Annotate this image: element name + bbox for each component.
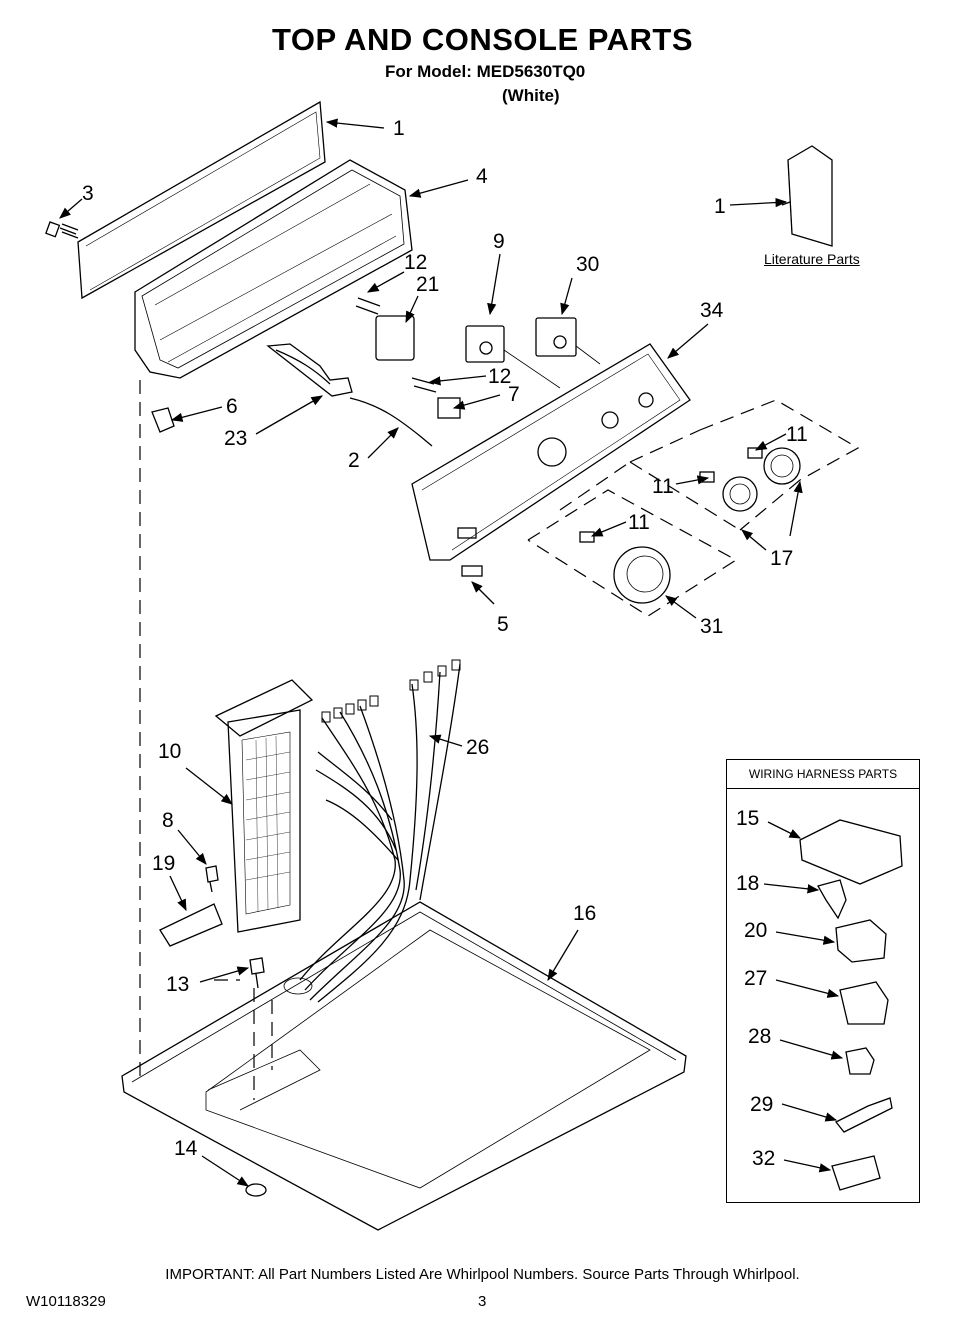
callout-12-top: 12 [404,251,428,274]
callout-9: 9 [493,230,505,253]
console-panel-part [411,343,691,561]
callout-5: 5 [497,613,509,636]
group-17-outline [559,399,860,531]
foot-part-14 [245,1183,267,1197]
callout-11-b: 11 [652,475,674,498]
harness-part-28 [845,1047,875,1075]
harness-part-29 [834,1097,893,1133]
callout-6: 6 [226,395,238,418]
callout-11-a: 11 [786,423,808,446]
callout-16: 16 [573,902,597,925]
callout-leaders [59,118,844,1187]
callout-19: 19 [152,852,176,875]
clip-part-6 [151,407,175,433]
wiring-harness-title: WIRING HARNESS PARTS [726,759,920,789]
knob-part-17b [722,476,758,512]
callout-11-c: 11 [628,511,650,534]
callout-2: 2 [348,449,360,472]
screw-part-8 [205,865,219,893]
callout-17: 17 [770,547,794,570]
harness-callout-28: 28 [748,1025,772,1048]
dryer-top-part [121,901,687,1231]
harness-part-32 [831,1155,881,1191]
harness-callout-29: 29 [750,1093,774,1116]
badge-part-5 [461,565,483,577]
rear-panel-part [77,100,326,300]
harness-part-26 [299,663,461,1003]
knob-part-17a [763,447,801,485]
lint-filter-part [227,709,301,933]
page-number: 3 [478,1293,487,1310]
callout-4: 4 [476,165,488,188]
callout-26: 26 [466,736,490,759]
document-number: W10118329 [26,1293,106,1310]
harness-part-20 [835,919,887,963]
harness-part-15 [799,819,903,885]
knob-part-31 [613,546,671,604]
harness-callout-18: 18 [736,872,760,895]
screw-part-13 [249,957,265,989]
callout-30: 30 [576,253,600,276]
switch-part-30 [535,317,577,357]
console-frame-part [134,159,413,379]
model-color: (White) [502,86,560,105]
switch-part-7 [437,397,461,419]
callout-34: 34 [700,299,724,322]
callout-3: 3 [82,182,94,205]
harness-callout-32: 32 [752,1147,776,1170]
harness-part-18 [817,879,847,920]
callout-literature-1: 1 [714,195,726,218]
harness-callout-27: 27 [744,967,768,990]
callout-1: 1 [393,117,405,140]
harness-part-23 [266,343,353,397]
model-number: For Model: MED5630TQ0 [385,62,586,81]
callout-21: 21 [416,273,440,296]
callout-8: 8 [162,809,174,832]
callout-23: 23 [224,427,248,450]
literature-parts-label: Literature Parts [764,251,860,267]
page-title: TOP AND CONSOLE PARTS [271,22,693,57]
callout-13: 13 [166,973,190,996]
switch-part-9 [465,325,505,363]
callout-7: 7 [508,383,520,406]
literature-book [787,145,833,247]
wire-part-2 [349,397,433,447]
callout-10: 10 [158,740,182,763]
plate-part-19 [159,903,223,947]
callout-12-bottom: 12 [488,365,512,388]
harness-callout-20: 20 [744,919,768,942]
callout-14: 14 [174,1137,198,1160]
callout-31: 31 [700,615,724,638]
timer-part-21 [375,315,415,361]
wiring-harness-box [726,759,920,1203]
important-note: IMPORTANT: All Part Numbers Listed Are W… [165,1266,800,1283]
screw-part-3 [45,221,79,239]
harness-callout-15: 15 [736,807,760,830]
harness-part-27 [839,981,889,1025]
